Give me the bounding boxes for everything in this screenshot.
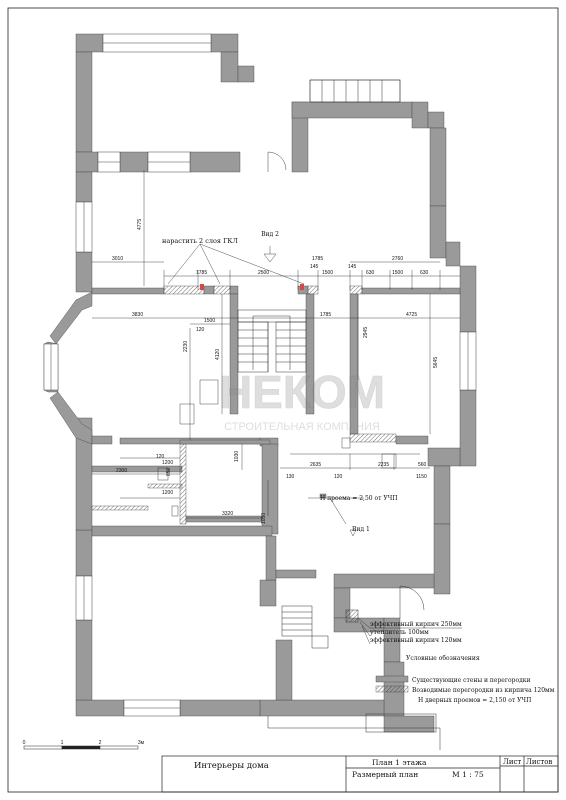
dim-145: 145 bbox=[310, 264, 319, 270]
dim-1500c: 1500 bbox=[204, 318, 215, 324]
legend-existing: Существующие стены и перегородки bbox=[412, 677, 531, 684]
gkl-note: нарастить 2 слоя ГКЛ bbox=[162, 237, 238, 245]
dim-2235: 2235 bbox=[378, 462, 389, 468]
scale-tick-1: 1 bbox=[61, 740, 64, 746]
dim-2230: 2230 bbox=[183, 341, 189, 352]
legend: Условные обозначения Существующие стены … bbox=[375, 655, 555, 704]
view2-label: Вид 2 bbox=[261, 231, 279, 238]
sheet-title: План 1 этажа bbox=[372, 758, 427, 767]
dim-120a: 120 bbox=[196, 327, 205, 333]
exterior-walls bbox=[43, 33, 477, 733]
dim-2760: 2760 bbox=[392, 256, 403, 262]
dim-1050: 1050 bbox=[261, 513, 267, 524]
door-swing-top bbox=[267, 151, 287, 172]
watermark: НЕКОМ СТРОИТЕЛЬНАЯ КОМПАНИЯ bbox=[219, 366, 386, 433]
dim-120c: 120 bbox=[334, 474, 343, 480]
dim-4120: 4120 bbox=[215, 349, 221, 360]
gkl-leaders bbox=[167, 243, 357, 537]
legend-title: Условные обозначения bbox=[406, 655, 480, 662]
legend-door-height: Н дверных проемов = 2,150 от УЧП bbox=[418, 697, 531, 704]
dim-1785b: 1785 bbox=[312, 256, 323, 262]
sheet-scale: М 1 : 75 bbox=[452, 770, 484, 779]
material-brick120: эффективный кирпич 120мм bbox=[370, 637, 462, 644]
sheets-label: Листов bbox=[526, 758, 553, 766]
bottom-entry bbox=[267, 585, 441, 750]
view1-label: Вид 1 bbox=[352, 526, 370, 533]
material-brick250: эффективный кирпич 250мм bbox=[370, 621, 462, 628]
project-name: Интерьеры дома bbox=[194, 761, 269, 771]
dim-1500a: 1500 bbox=[322, 270, 333, 276]
dim-3830: 3830 bbox=[132, 312, 143, 318]
dim-1200a: 1200 bbox=[162, 460, 173, 466]
dim-2945: 2945 bbox=[363, 327, 369, 338]
dim-560: 560 bbox=[418, 462, 427, 468]
dim-630a: 630 bbox=[366, 270, 375, 276]
dim-4725: 4725 bbox=[406, 312, 417, 318]
opening-height-note: Н проема = 2,50 от УЧП bbox=[320, 495, 398, 502]
legend-new: Возводимые перегородки из кирпича 120мм bbox=[412, 687, 555, 694]
dim-5645: 5645 bbox=[433, 357, 439, 368]
dim-4775: 4775 bbox=[137, 219, 143, 230]
accent-marks bbox=[200, 284, 304, 290]
top-stair bbox=[309, 79, 401, 103]
dim-120b: 120 bbox=[156, 454, 165, 460]
material-insulation: утеплитель 100мм bbox=[370, 629, 429, 636]
dim-1150: 1150 bbox=[416, 474, 427, 480]
dim-3320: 3320 bbox=[222, 511, 233, 517]
title-block bbox=[161, 755, 559, 793]
sheet-subtitle: Размерный план bbox=[352, 770, 418, 779]
scale-tick-0: 0 bbox=[23, 740, 26, 746]
dim-1785c: 1785 bbox=[320, 312, 331, 318]
dim-1200b: 1200 bbox=[162, 490, 173, 496]
dimension-lines bbox=[92, 170, 460, 525]
scale-bar: 0 1 2 3м bbox=[23, 740, 145, 750]
scale-tick-2: 2 bbox=[99, 740, 102, 746]
dim-2300: 2300 bbox=[116, 468, 127, 474]
windows bbox=[43, 33, 477, 717]
dim-2635: 2635 bbox=[310, 462, 321, 468]
watermark-tagline: СТРОИТЕЛЬНАЯ КОМПАНИЯ bbox=[224, 421, 380, 433]
small-rooms bbox=[157, 379, 397, 517]
dim-1785a: 1785 bbox=[196, 270, 207, 276]
main-stair bbox=[237, 309, 307, 373]
scale-tick-3: 3м bbox=[138, 740, 145, 746]
legend-swatch-new bbox=[375, 685, 409, 693]
dim-1500b: 1500 bbox=[392, 270, 403, 276]
dim-3010: 3010 bbox=[112, 256, 123, 262]
legend-swatch-existing bbox=[375, 675, 409, 683]
dim-130: 130 bbox=[286, 474, 295, 480]
watermark-logo: НЕКОМ bbox=[219, 366, 385, 418]
dim-2500: 2500 bbox=[258, 270, 269, 276]
dim-630b: 630 bbox=[420, 270, 429, 276]
materials-callout: эффективный кирпич 250мм утеплитель 100м… bbox=[357, 617, 462, 645]
dim-145b: 145 bbox=[348, 264, 357, 270]
dim-850: 850 bbox=[166, 467, 172, 476]
sheet-label: Лист bbox=[503, 758, 521, 766]
dim-1030: 1030 bbox=[234, 451, 240, 462]
